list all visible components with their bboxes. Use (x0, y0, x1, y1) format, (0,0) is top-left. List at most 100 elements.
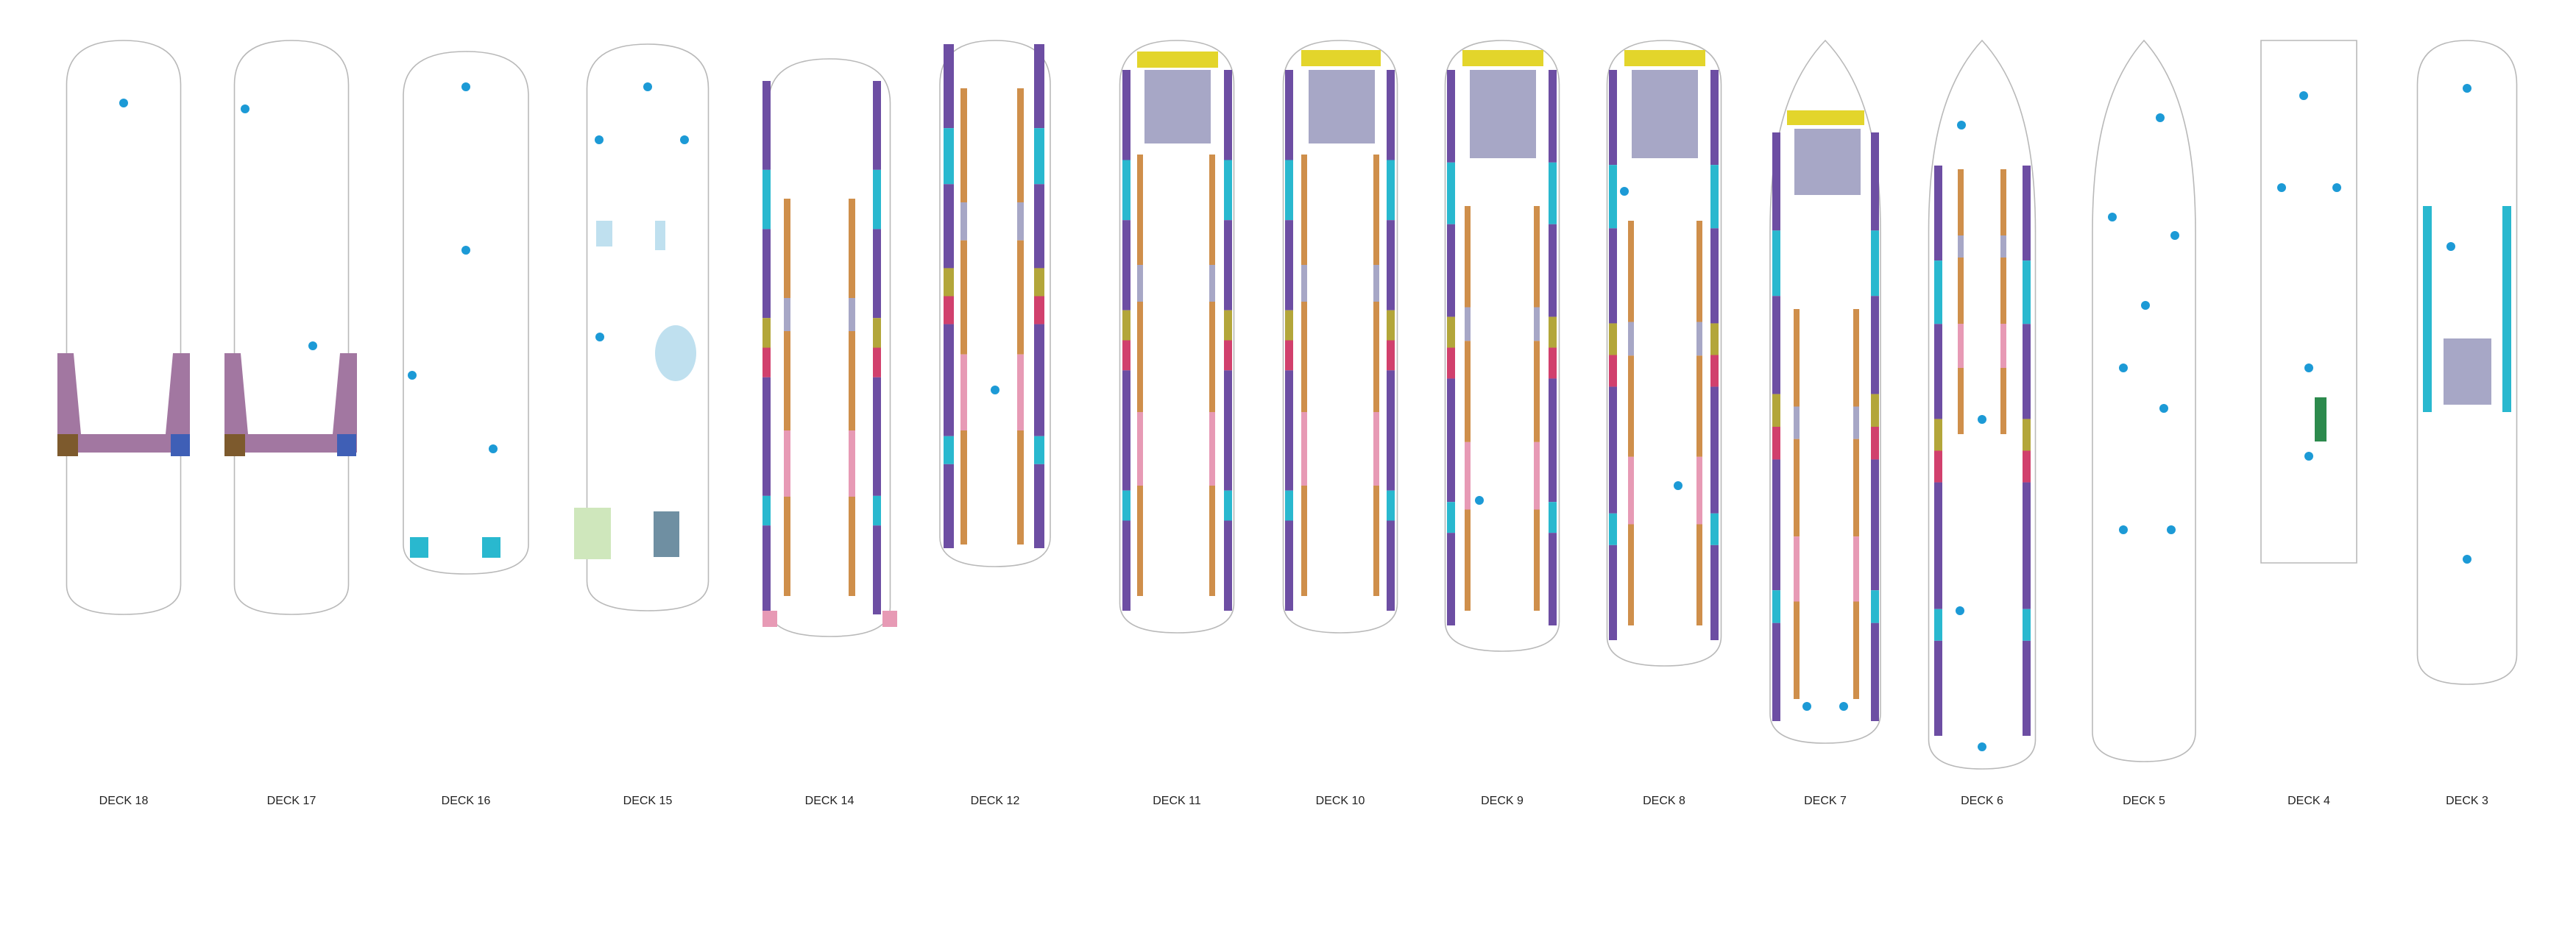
cabin-block (1609, 165, 1617, 229)
cabin-block (1462, 50, 1543, 66)
deck-label[interactable]: DECK 18 (99, 795, 149, 807)
cabin-block (784, 430, 790, 497)
cabin-block (2315, 397, 2326, 441)
cabin-block (784, 497, 790, 596)
deck-outline (2092, 39, 2196, 762)
cabin-block (2023, 166, 2031, 261)
cabin-block (1224, 70, 1232, 160)
cabin-block (1549, 70, 1557, 163)
cabin-block (1387, 370, 1395, 491)
cabin-block (482, 537, 500, 558)
cabin-block (1549, 347, 1557, 379)
deck-label[interactable]: DECK 8 (1643, 795, 1685, 807)
cabin-block (1301, 486, 1307, 596)
cabin-block (944, 464, 954, 548)
deck-label[interactable]: DECK 7 (1804, 795, 1847, 807)
deck-outline (939, 40, 1051, 567)
cabin-block (1871, 590, 1879, 623)
deck-label[interactable]: DECK 10 (1316, 795, 1365, 807)
cabin-block (2023, 260, 2031, 324)
deck-label[interactable]: DECK 12 (971, 795, 1020, 807)
deck-label[interactable]: DECK 3 (2446, 795, 2488, 807)
cabin-block (1034, 268, 1044, 297)
cabin-block (2023, 482, 2031, 609)
cabin-block (944, 128, 954, 185)
cabin-block (873, 318, 881, 348)
info-marker-icon (2167, 525, 2176, 534)
cabin-block (1609, 70, 1617, 166)
cabin-block (882, 611, 897, 627)
info-marker-icon (2304, 452, 2313, 461)
info-marker-icon (308, 341, 317, 350)
cabin-block (1609, 513, 1617, 545)
deck-outlines-layer (57, 39, 2518, 770)
deck-label[interactable]: DECK 14 (805, 795, 854, 807)
cabin-block (2000, 368, 2006, 434)
cabin-block (1794, 129, 1861, 195)
cabin-block (873, 347, 881, 377)
info-marker-icon (1978, 742, 1986, 751)
cabin-block (1609, 323, 1617, 355)
cabin-block (1772, 623, 1780, 721)
cabin-block (873, 525, 881, 614)
cabin-block (1628, 524, 1634, 625)
cabin-block (1871, 459, 1879, 591)
cabin-block (762, 525, 771, 614)
cabin-block (1470, 70, 1536, 158)
cabin-block (1465, 509, 1471, 611)
cabin-block (1209, 412, 1215, 486)
cabin-block (762, 318, 771, 348)
deck-label[interactable]: DECK 9 (1481, 795, 1524, 807)
cabin-block (1301, 412, 1307, 486)
info-marker-icon (2159, 404, 2168, 413)
deck-label[interactable]: DECK 11 (1153, 795, 1201, 807)
cabin-block (1285, 370, 1293, 491)
cabin-block (1710, 228, 1719, 324)
cabin-block (1871, 394, 1879, 427)
cabin-block (1301, 302, 1307, 412)
deck-label[interactable]: DECK 6 (1961, 795, 2003, 807)
cabin-block (1387, 310, 1395, 341)
cabin-block (1853, 309, 1859, 407)
cabin-block (1934, 609, 1942, 641)
cabin-block (1628, 322, 1634, 356)
cabin-block (1285, 310, 1293, 341)
info-marker-icon (2156, 113, 2165, 122)
info-marker-icon (680, 135, 689, 144)
cabin-block (1387, 220, 1395, 311)
cabin-block (1696, 355, 1702, 457)
cabin-block (1209, 265, 1215, 302)
cabin-block (1772, 459, 1780, 591)
cabin-block (1224, 370, 1232, 491)
deck-outline (1928, 39, 2037, 770)
cabin-block (1373, 486, 1379, 596)
deck-labels-layer: DECK 18 DECK 17 DECK 16 DECK 15 DECK 14 … (99, 795, 2488, 807)
cabin-block (1787, 110, 1864, 125)
info-marker-icon (408, 371, 417, 380)
deck-outline (1444, 40, 1560, 652)
cabin-block (1628, 456, 1634, 525)
cabin-block (1447, 378, 1455, 503)
cabin-block (1871, 296, 1879, 394)
deck-label[interactable]: DECK 16 (442, 795, 491, 807)
cabin-block (1958, 258, 1964, 324)
deck-label[interactable]: DECK 17 (267, 795, 316, 807)
info-marker-icon (1956, 606, 1964, 615)
cabin-block (1447, 316, 1455, 348)
cabin-block (654, 511, 679, 557)
cabin-block (1137, 155, 1143, 265)
deck-label[interactable]: DECK 4 (2287, 795, 2330, 807)
cabin-block (1034, 184, 1044, 269)
cabin-block (1958, 235, 1964, 258)
cabin-block (1958, 368, 1964, 434)
cabin-block (1017, 202, 1024, 241)
info-marker-icon (489, 444, 498, 453)
deck-label[interactable]: DECK 5 (2123, 795, 2165, 807)
deck-label[interactable]: DECK 15 (623, 795, 673, 807)
info-marker-icon (2141, 301, 2150, 310)
cabin-block (1224, 220, 1232, 311)
cabin-block (1387, 490, 1395, 521)
cabin-block (1387, 70, 1395, 160)
cabin-block (784, 199, 790, 298)
